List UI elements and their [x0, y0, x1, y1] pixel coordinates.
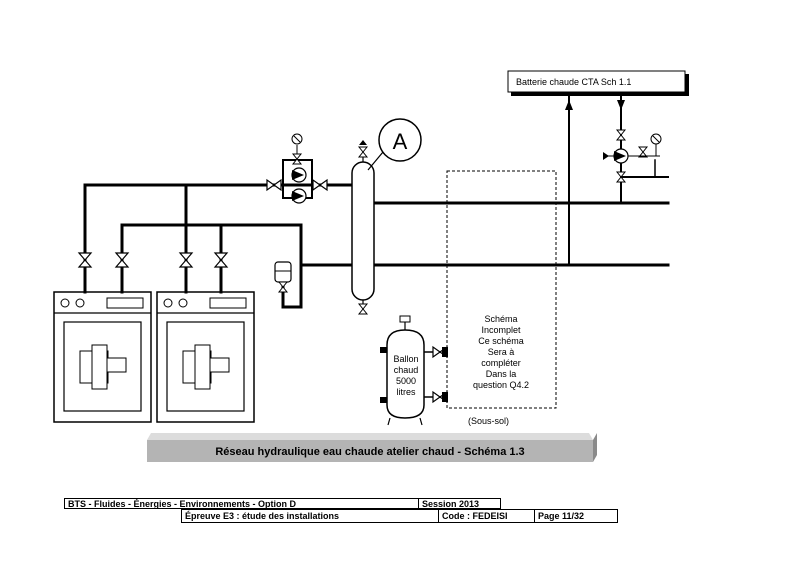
note-line-6: Dans la	[486, 369, 517, 379]
tank-label-3: 5000	[396, 376, 416, 386]
callout-a: A	[367, 118, 422, 171]
boiler-2	[156, 291, 255, 423]
cta-box: Batterie chaude CTA Sch 1.1	[507, 70, 689, 96]
pump-inlet-valve-icon	[266, 179, 282, 191]
footer-course: BTS - Fluides - Énergies - Environnement…	[64, 498, 419, 509]
expansion-vessel-icon	[274, 261, 292, 293]
incomplete-zone	[446, 170, 557, 409]
footer-code: Code : FEDEISI	[438, 509, 535, 523]
callout-label: A	[393, 129, 408, 154]
tank-label-4: litres	[396, 387, 416, 397]
drain-valve-icon	[358, 303, 368, 315]
boiler-1-return-valve-icon	[115, 252, 129, 268]
hot-water-tank	[380, 315, 448, 426]
cta-upper-valve-icon	[616, 129, 626, 141]
tank-label-1: Ballon	[393, 354, 418, 364]
pump-group	[266, 133, 328, 204]
boiler-1	[53, 291, 152, 423]
pump-1-icon	[291, 167, 307, 183]
pipe-network	[83, 92, 670, 309]
cta-branch	[565, 100, 662, 183]
cta-pump-icon	[613, 148, 629, 164]
note-line-5: compléter	[481, 358, 521, 368]
boiler-2-return-valve-icon	[214, 252, 228, 268]
basement-label: (Sous-sol)	[468, 416, 509, 426]
note-line-2: Incomplet	[481, 325, 521, 335]
title-banner: Réseau hydraulique eau chaude atelier ch…	[147, 433, 597, 462]
note-line-4: Sera à	[488, 347, 515, 357]
title-banner-text: Réseau hydraulique eau chaude atelier ch…	[215, 446, 524, 458]
tank-label-2: chaud	[394, 365, 419, 375]
pump-outlet-valve-icon	[312, 179, 328, 191]
hydraulic-separator	[351, 140, 375, 315]
note-line-7: question Q4.2	[473, 380, 529, 390]
note-line-1: Schéma	[484, 314, 517, 324]
cta-box-label: Batterie chaude CTA Sch 1.1	[516, 77, 631, 87]
boiler-2-supply-valve-icon	[179, 252, 193, 268]
footer-session: Session 2013	[418, 498, 501, 509]
footer-page: Page 11/32	[534, 509, 618, 523]
footer-exam: Épreuve E3 : étude des installations	[181, 509, 439, 523]
note-line-3: Ce schéma	[478, 336, 524, 346]
air-vent-valve-icon	[358, 146, 368, 158]
pump-2-icon	[291, 188, 307, 204]
boiler-1-supply-valve-icon	[78, 252, 92, 268]
